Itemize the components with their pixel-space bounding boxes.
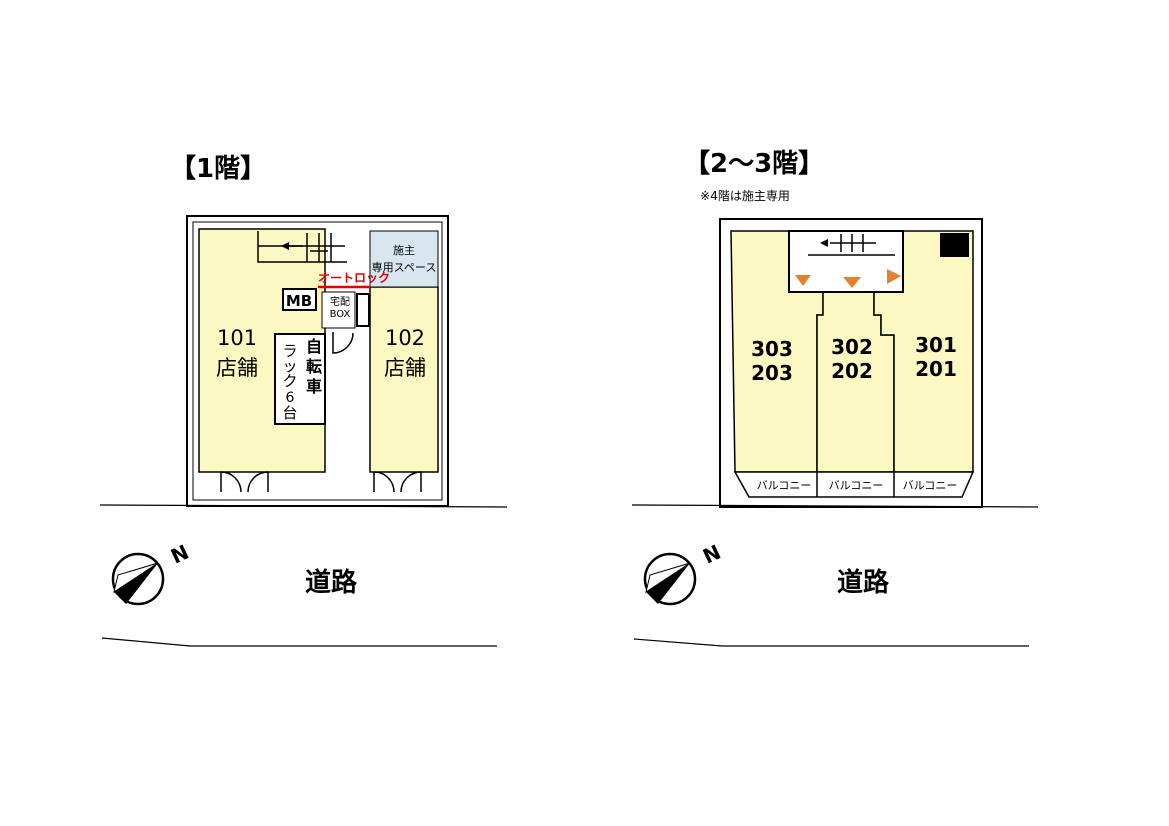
entrance-door-102	[373, 471, 422, 493]
road-edge-top-2	[631, 504, 1039, 508]
owner-exclusive-space	[369, 230, 439, 288]
balcony-label-301: バルコニー	[903, 479, 958, 492]
entrance-arrow-302	[843, 277, 861, 288]
delivery-box-label-1: 宅配	[330, 295, 350, 308]
bicycle-capacity-char-1: ラ	[282, 342, 297, 360]
unit-203-label: 203	[751, 361, 793, 385]
floor-1-inner-wall	[192, 221, 443, 501]
balcony-label-303: バルコニー	[757, 479, 812, 492]
entrance-door-101	[220, 471, 269, 493]
bicycle-capacity-char-2: ッ	[282, 357, 297, 375]
unit-303-label: 303	[751, 337, 793, 361]
north-compass-icon	[111, 552, 165, 606]
floor-2-3-plan: 【2～3階】 ※4階は施主専用 303 203 302 202 301	[631, 149, 1039, 647]
entrance-arrow-301	[887, 269, 901, 284]
bicycle-capacity-char-5: 台	[282, 404, 297, 422]
unit-101-type: 店舗	[216, 356, 258, 380]
owner-space-label-1: 施主	[393, 244, 415, 257]
road-label-1: 道路	[305, 567, 358, 598]
delivery-box	[321, 291, 356, 329]
floor-2-3-title: 【2～3階】	[684, 149, 824, 179]
bicycle-rack-char-3: 車	[306, 377, 322, 396]
road-edge-bottom-2	[633, 638, 1029, 647]
north-letter-1: N	[167, 540, 192, 569]
corridor-door	[332, 332, 354, 354]
mailbox-label: MB	[286, 292, 312, 310]
bicycle-rack-char-2: 転	[306, 357, 322, 376]
floor-1-plan: 【1階】 施主 専用スペース オートロック MB 宅配	[99, 154, 508, 647]
unit-202-label: 202	[831, 359, 873, 383]
bicycle-rack	[274, 333, 326, 425]
unit-101-number: 101	[217, 326, 257, 350]
road-edge-top-1	[99, 504, 508, 508]
bicycle-rack-char-1: 自	[306, 337, 322, 356]
stair-core	[788, 230, 904, 293]
unit-301-label: 301	[915, 333, 957, 357]
unit-201-label: 201	[915, 357, 957, 381]
unit-102-type: 店舗	[384, 356, 426, 380]
delivery-box-locker	[356, 293, 370, 327]
staircase-floor-1	[257, 231, 347, 263]
balcony-label-302: バルコニー	[829, 479, 884, 492]
north-compass-icon-2	[643, 552, 697, 606]
autolock-label: オートロック	[318, 271, 390, 285]
delivery-box-label-2: BOX	[330, 309, 351, 320]
mailbox	[282, 288, 317, 311]
bicycle-capacity-char-3: ク	[282, 372, 297, 390]
floor-4-note: ※4階は施主専用	[700, 188, 790, 203]
road-label-2: 道路	[837, 567, 890, 598]
unit-102-number: 102	[385, 326, 425, 350]
north-letter-2: N	[699, 540, 724, 569]
bicycle-capacity-char-4: 6	[286, 390, 295, 406]
road-edge-bottom-1	[101, 637, 497, 647]
unit-302-label: 302	[831, 335, 873, 359]
staircase-floor-2-3	[808, 234, 895, 256]
shaft-block	[940, 233, 969, 257]
owner-space-label-2: 専用スペース	[372, 261, 437, 274]
floor-1-title: 【1階】	[170, 154, 266, 184]
entrance-arrow-303	[795, 275, 811, 286]
